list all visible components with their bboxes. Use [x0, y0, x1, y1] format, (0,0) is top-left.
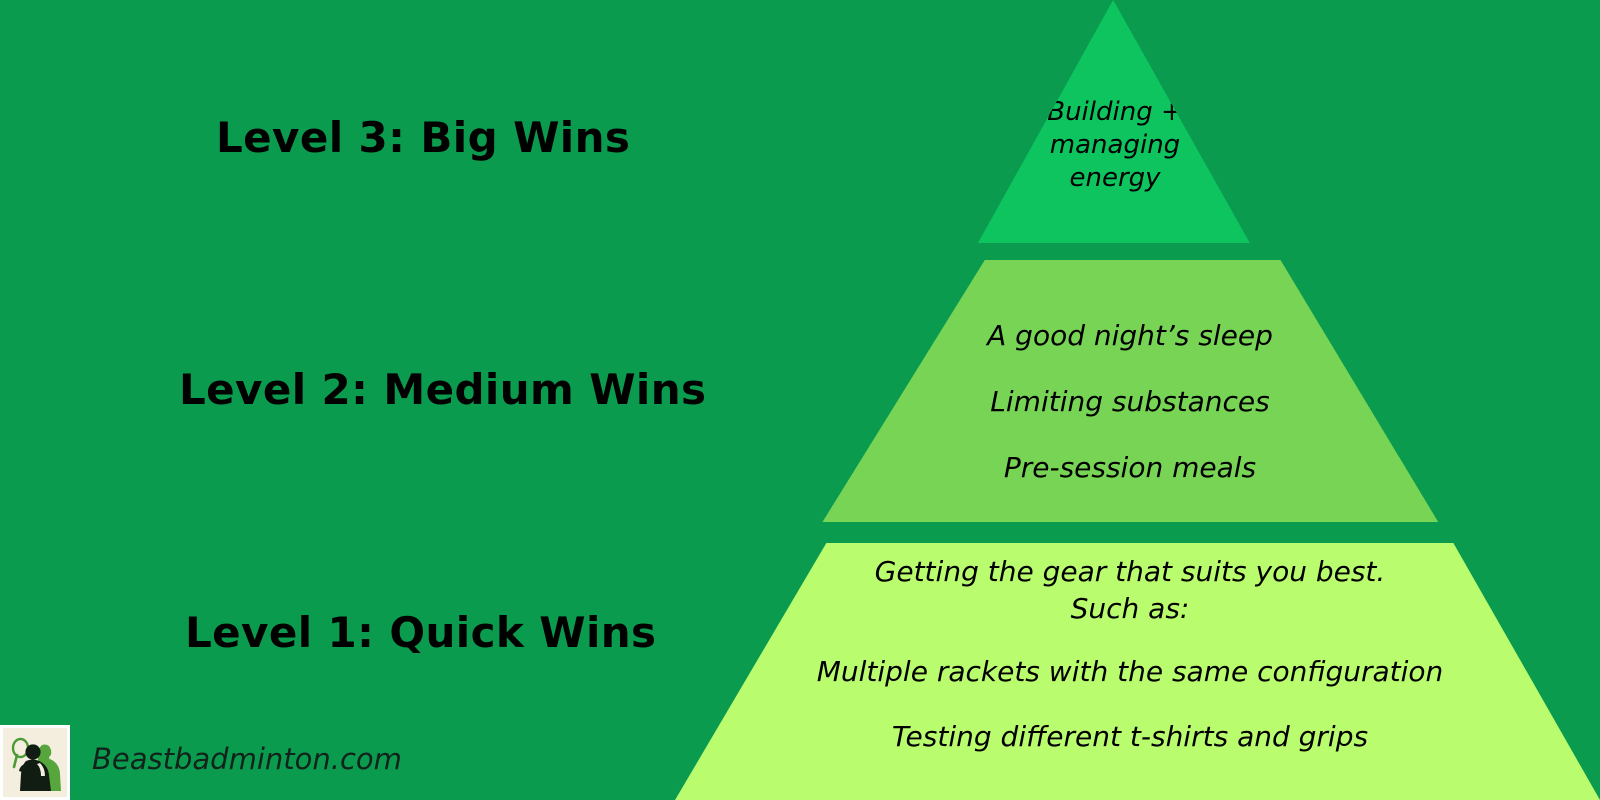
logo-badge	[0, 725, 70, 800]
tier-3-text-block: Building + managing energy	[1040, 96, 1190, 195]
level-2-label: Level 2: Medium Wins	[179, 365, 707, 414]
tier-2-item-2: Limiting substances	[990, 385, 1270, 418]
badminton-players-logo-icon	[6, 733, 64, 793]
pyramid-tier-level-2: A good night’s sleep Limiting substances…	[822, 260, 1439, 522]
level-1-label: Level 1: Quick Wins	[185, 608, 657, 657]
tier-3-item-1: Building +	[1047, 97, 1183, 127]
pyramid-tier-level-1: Getting the gear that suits you best. Su…	[675, 543, 1600, 800]
tier-1-item-1: Getting the gear that suits you best.	[874, 555, 1386, 588]
watermark: Beastbadminton.com	[0, 725, 402, 800]
tier-2-item-1: A good night’s sleep	[987, 319, 1273, 352]
tier-1-item-4: Testing different t-shirts and grips	[891, 720, 1369, 753]
pyramid-tier-level-3: Building + managing energy	[977, 0, 1250, 243]
level-3-label: Level 3: Big Wins	[216, 113, 631, 162]
tier-1-item-3: Multiple rackets with the same configura…	[816, 655, 1444, 688]
tier-3-item-3: energy	[1069, 163, 1161, 193]
tier-2-item-3: Pre-session meals	[1003, 451, 1257, 484]
tier-1-item-2: Such as:	[1070, 592, 1190, 625]
tier-3-item-2: managing	[1049, 130, 1181, 160]
watermark-text: Beastbadminton.com	[92, 741, 402, 776]
